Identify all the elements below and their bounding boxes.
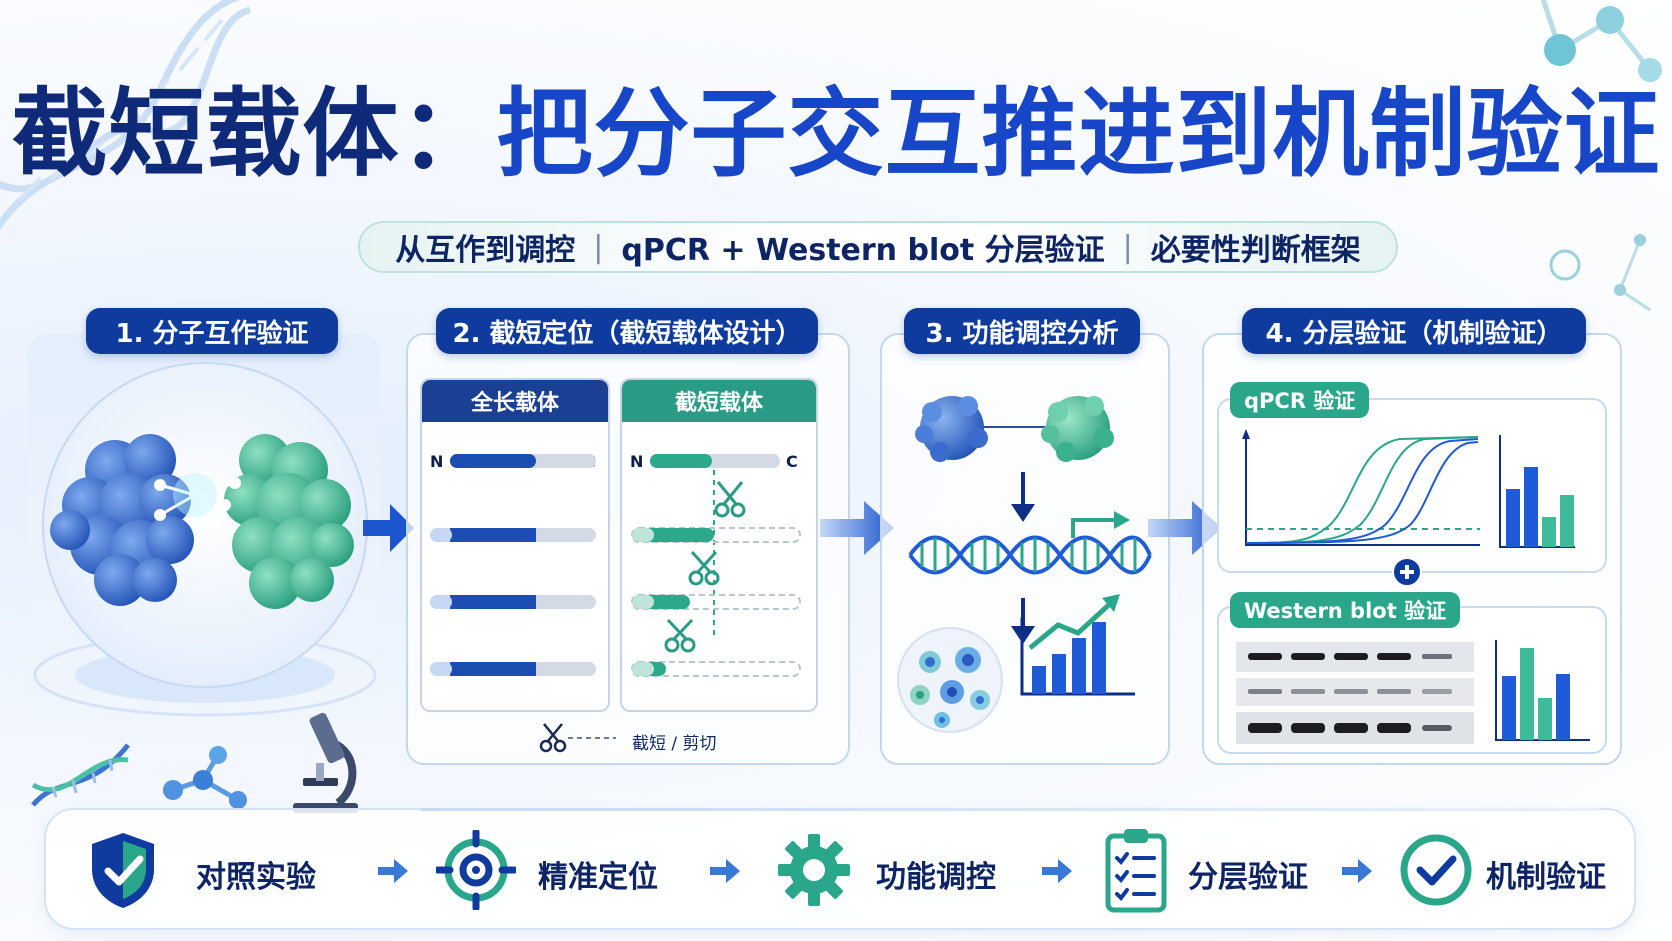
c-terminus-label: C (786, 452, 798, 471)
truncated-vector-box: 截短载体 (620, 378, 818, 712)
truncated-header: 截短载体 (622, 380, 816, 422)
panel-2-title: 2. 截短定位（截短载体设计） (436, 308, 818, 354)
flow-arrow-icon (820, 501, 894, 555)
divider-line (420, 808, 1600, 811)
down-arrow-icon (1011, 472, 1035, 522)
protein-interaction-illustration (33, 362, 377, 717)
shield-check-icon (92, 833, 154, 908)
clipboard-checklist-icon (1105, 829, 1167, 913)
step-label-5: 机制验证 (1486, 860, 1606, 895)
scissors-icon (664, 618, 696, 653)
subtitle-item-1: 从互作到调控 (395, 233, 576, 268)
page-title: 截短载体：把分子交互推进到机制验证 (0, 81, 1672, 188)
qpcr-label: qPCR 验证 (1230, 382, 1370, 418)
plus-icon (1392, 557, 1422, 587)
green-protein-icon (224, 434, 354, 609)
full-length-bar (430, 528, 596, 542)
scissors-icon (714, 481, 746, 518)
scissors-legend-icon (539, 723, 616, 753)
truncated-bar (631, 594, 801, 610)
subtitle-item-2: qPCR + Western blot 分层验证 (621, 233, 1105, 268)
step-arrow-icon (710, 859, 740, 883)
full-length-bar (430, 595, 596, 609)
blue-protein-icon (915, 396, 988, 462)
western-blot-bar-chart (1495, 640, 1590, 741)
dna-helix-icon (908, 535, 1152, 575)
function-regulation-diagram (897, 396, 1152, 733)
subtitle-item-3: 必要性判断框架 (1150, 233, 1361, 268)
flow-arrow-icon (363, 504, 414, 552)
scissors-icon (688, 550, 720, 586)
truncated-bar (631, 661, 801, 677)
full-length-bar (450, 454, 596, 468)
western-blot-image (1236, 642, 1474, 744)
full-length-bar (430, 662, 596, 676)
title-part2: 把分子交互推进到机制验证 (496, 78, 1661, 190)
n-terminus-label: N (430, 452, 444, 471)
target-icon (436, 830, 516, 910)
gear-icon (778, 834, 850, 906)
western-blot-label: Western blot 验证 (1230, 592, 1461, 628)
step-label-3: 功能调控 (876, 860, 996, 895)
title-part1: 截短载体： (11, 78, 497, 190)
step-arrow-icon (378, 859, 408, 883)
panel-4-title: 4. 分层验证（机制验证） (1242, 308, 1586, 354)
truncated-bar (631, 527, 801, 543)
full-length-vector-box: 全长载体 (420, 378, 610, 712)
vector-bars-diagram (430, 454, 801, 677)
panel-1-title: 1. 分子互作验证 (86, 308, 338, 354)
panel-3-title: 3. 功能调控分析 (904, 308, 1140, 354)
cell-culture-icon (897, 627, 1003, 733)
green-protein-icon (1041, 396, 1114, 462)
subtitle-bar: 从互作到调控 | qPCR + Western blot 分层验证 | 必要性判… (358, 221, 1398, 273)
step-arrow-icon (1342, 859, 1372, 883)
scissors-legend-label: 截短 / 剪切 (632, 734, 717, 754)
background-molecule-icon (1540, 0, 1662, 312)
full-length-header: 全长载体 (422, 380, 608, 422)
step-label-1: 对照实验 (196, 860, 316, 895)
step-arrow-icon (1042, 859, 1072, 883)
n-terminus-label: N (630, 452, 644, 471)
subtitle-separator: | (1122, 229, 1133, 265)
truncated-bar (650, 454, 780, 468)
check-circle-icon (1400, 834, 1472, 906)
small-dna-icon (31, 743, 130, 807)
microscope-icon (293, 712, 358, 813)
qpcr-amplification-chart (1242, 429, 1575, 548)
molecule-icon (163, 746, 247, 809)
transcription-start-icon (1071, 511, 1130, 538)
bar-trend-chart-icon (1020, 594, 1135, 696)
subtitle-separator: | (593, 229, 604, 265)
background-dna-icon (0, 0, 252, 231)
step-label-4: 分层验证 (1188, 860, 1308, 895)
blue-protein-icon (50, 434, 194, 606)
step-label-2: 精准定位 (538, 860, 658, 895)
